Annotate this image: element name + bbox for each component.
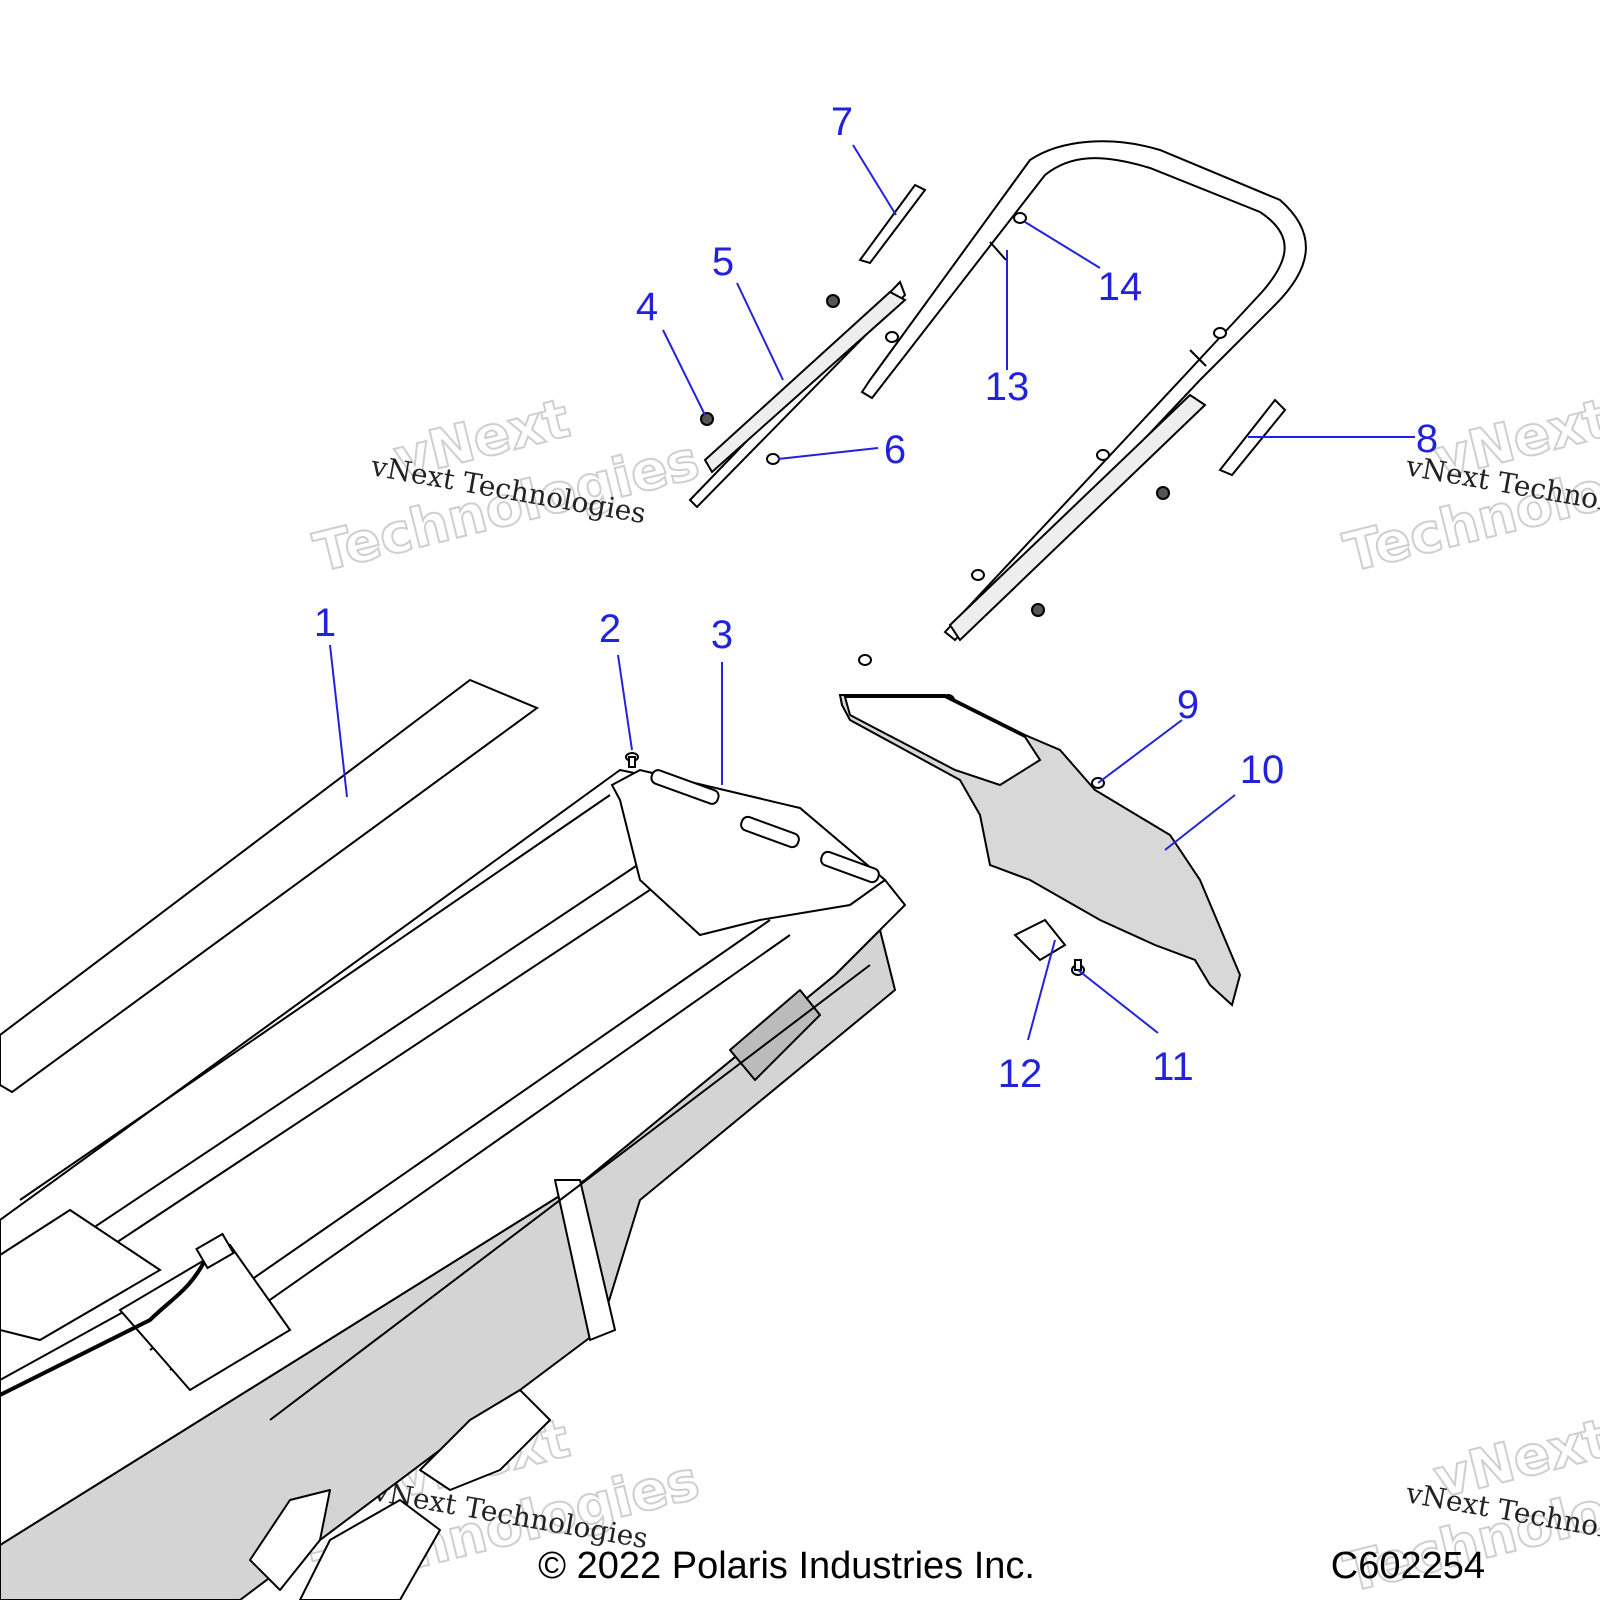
callout-8: 8: [1416, 417, 1438, 461]
harness-connector: [195, 1232, 235, 1270]
copyright-text: © 2022 Polaris Industries Inc.: [538, 1545, 1035, 1587]
right-handle-rail: [948, 393, 1207, 642]
part-5-rail-body: [703, 290, 907, 474]
callout-7: 7: [831, 100, 853, 144]
side-cutout-1: [299, 1499, 441, 1600]
callout-3: 3: [711, 613, 733, 657]
part-14-bolt: [1013, 212, 1227, 339]
side-cutout-2: [419, 1389, 551, 1491]
callout-4: 4: [636, 285, 658, 329]
part-3-slots: [650, 769, 880, 884]
part-2-bolt: [625, 752, 639, 768]
deck-plate-left: [0, 1208, 162, 1342]
callout-5: 5: [712, 240, 734, 284]
callout-1: 1: [314, 601, 336, 645]
leader-lines: [329, 144, 1415, 1041]
callout-14: 14: [1098, 265, 1143, 309]
part-3-rear-plate: [610, 768, 887, 937]
rear-bumper-loop: [860, 140, 1307, 642]
callout-13: 13: [985, 365, 1030, 409]
callout-12: 12: [998, 1052, 1043, 1096]
callout-11: 11: [1152, 1045, 1194, 1089]
part-10-snowflap: [838, 694, 1242, 1007]
part-1-strip: [0, 678, 540, 1094]
callout-10: 10: [1240, 748, 1285, 792]
part-10-top-plate: [843, 696, 1042, 787]
callout-6: 6: [884, 428, 906, 472]
part-12-plate: [1013, 918, 1067, 962]
part-13-rivet: [989, 241, 1207, 367]
part-4-nut: [700, 294, 840, 426]
tunnel-rear-bracket: [729, 989, 821, 1081]
diagram-code: C602254: [1331, 1545, 1485, 1587]
side-strut: [554, 1179, 616, 1341]
deck-plate-center: [118, 1243, 292, 1392]
part-7-grip: [858, 183, 927, 265]
callout-9: 9: [1177, 683, 1199, 727]
callout-2: 2: [599, 607, 621, 651]
side-cutout-3: [249, 1489, 331, 1591]
